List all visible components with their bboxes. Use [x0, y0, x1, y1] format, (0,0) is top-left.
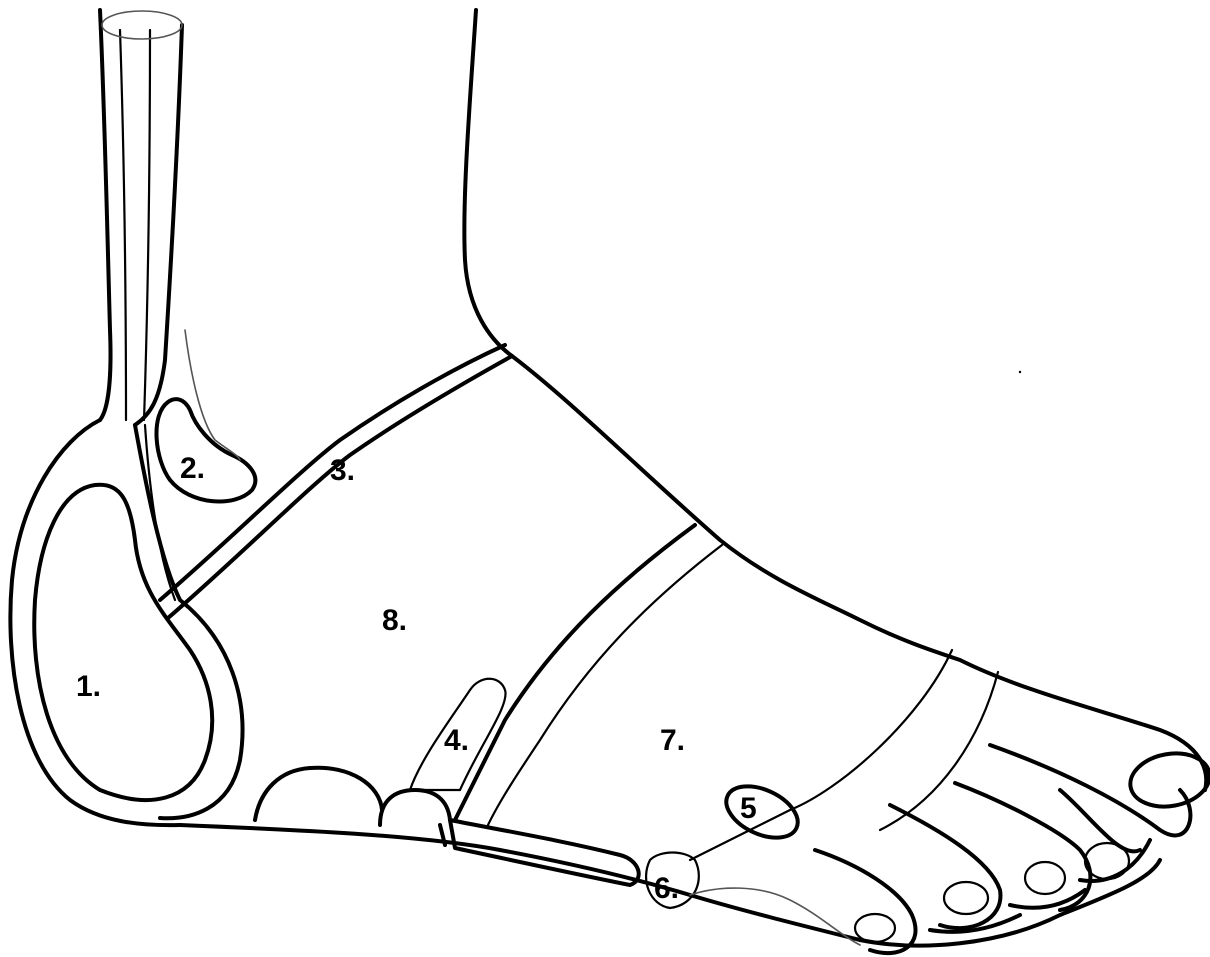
toe-strap [690, 650, 998, 860]
region-7-band [455, 525, 722, 825]
heel-outline [10, 420, 242, 825]
region-2-group [156, 330, 255, 501]
label-4: 4. [444, 724, 469, 757]
speck [1019, 371, 1021, 373]
label-3: 3. [330, 454, 355, 487]
label-2: 2. [180, 452, 205, 485]
label-8: 8. [382, 604, 407, 637]
region-1-shape [34, 485, 212, 800]
achilles-tendon [100, 10, 182, 425]
label-6: 6. [654, 872, 679, 905]
label-5: 5 [740, 792, 757, 825]
toes [815, 745, 1210, 953]
label-1: 1. [76, 670, 101, 703]
region-5-shape [718, 776, 805, 848]
leg-front-outline [464, 10, 1206, 790]
label-7: 7. [660, 724, 685, 757]
